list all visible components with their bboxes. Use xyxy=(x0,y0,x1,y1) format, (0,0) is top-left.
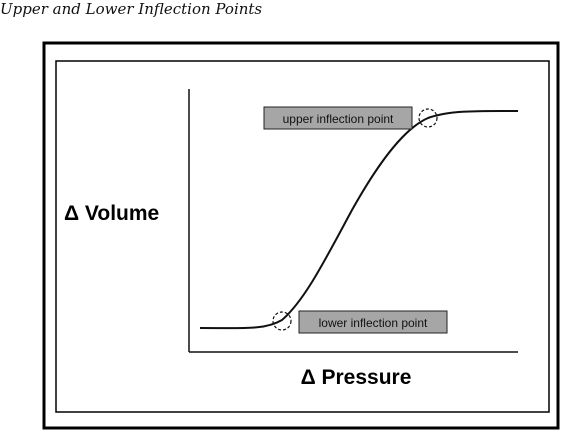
figure-caption: Upper and Lower Inflection Points xyxy=(0,0,263,18)
upper-callout-label: upper inflection point xyxy=(283,112,394,126)
upper-inflection-marker xyxy=(418,108,438,128)
sigmoid-curve xyxy=(199,109,519,330)
lower-callout-label: lower inflection point xyxy=(319,316,428,330)
lower-callout-box xyxy=(298,310,448,334)
y-axis-label: Δ Volume xyxy=(64,202,159,225)
x-axis-label: Δ Pressure xyxy=(301,366,412,389)
lower-inflection-marker xyxy=(272,311,292,331)
upper-callout-box xyxy=(263,106,413,130)
